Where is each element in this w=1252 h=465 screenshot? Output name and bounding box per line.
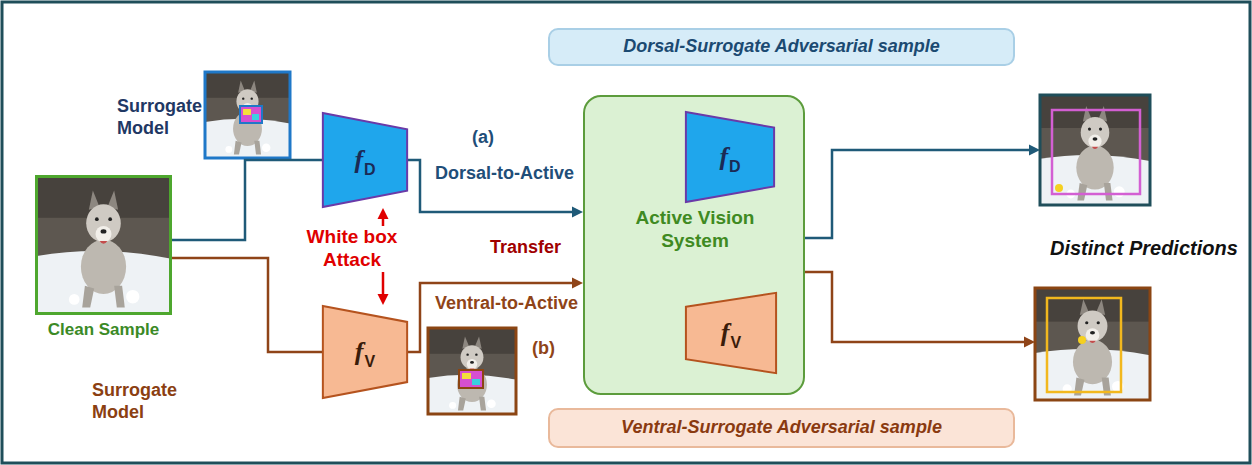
- connector: [408, 160, 583, 218]
- output-arrow: [805, 272, 1025, 342]
- model-letter: f: [355, 337, 364, 366]
- fixation-point: [1055, 184, 1063, 192]
- trapezoid-shape: [322, 305, 408, 399]
- arrow-head: [378, 294, 389, 305]
- clean-image: [37, 177, 170, 313]
- banner-title: Ventral-Surrogate Adversarial sample: [621, 417, 942, 439]
- active-vision-box: Active Vision SystemfDfV: [583, 95, 805, 395]
- result-note: Distinct Predictions: [1050, 236, 1238, 260]
- trapezoid-outline: [323, 113, 407, 207]
- path-tag: (a): [472, 127, 494, 149]
- patch-noise: [462, 373, 471, 379]
- edge-label: Ventral-to-Active: [432, 293, 581, 315]
- connector: [408, 278, 583, 353]
- model-subscript: D: [729, 158, 741, 175]
- image-frame: [428, 328, 516, 414]
- model-subscript: D: [364, 161, 376, 178]
- model-caption: Surrogate Model: [117, 96, 217, 139]
- patch-noise: [252, 114, 259, 120]
- model-letter: f: [354, 145, 363, 174]
- edge-label: White box Attack: [287, 226, 418, 272]
- model-caption: Surrogate Model: [92, 380, 190, 423]
- trapezoid-outline: [686, 112, 774, 202]
- surrogate-model: fV: [322, 305, 408, 399]
- model-block: fV: [685, 292, 777, 374]
- banner: Ventral-Surrogate Adversarial sample: [548, 408, 1015, 448]
- banner-title: Dorsal-Surrogate Adversarial sample: [623, 36, 939, 58]
- transfer-note: Transfer: [490, 237, 561, 259]
- adversarial-patch: [240, 106, 262, 123]
- image-frame: Clean Sample: [35, 175, 172, 315]
- adversarial-patch: [459, 370, 483, 388]
- trapezoid-shape: [685, 292, 777, 374]
- trapezoid-outline: [323, 306, 407, 398]
- output-arrow: [805, 150, 1030, 238]
- surrogate-model: fD: [322, 112, 408, 208]
- model-block: fD: [685, 111, 775, 203]
- banner: Dorsal-Surrogate Adversarial sample: [548, 28, 1015, 66]
- model-letter: f: [719, 142, 728, 171]
- arrow-head: [1029, 145, 1040, 156]
- adversarial-image: [205, 72, 290, 158]
- model-symbol: fV: [355, 336, 375, 367]
- trapezoid-shape: [322, 112, 408, 208]
- model-label: fV: [685, 292, 777, 374]
- bounding-box: [1052, 110, 1140, 194]
- model-symbol: fD: [354, 144, 375, 175]
- model-symbol: fD: [719, 141, 740, 172]
- patch-noise: [243, 109, 251, 115]
- model-letter: f: [721, 318, 730, 347]
- model-label: fD: [322, 112, 408, 208]
- path-tag: (b): [532, 338, 555, 360]
- model-symbol: fV: [721, 317, 741, 348]
- adversarial-image: [428, 328, 516, 414]
- arrow-head: [572, 207, 583, 218]
- edge-label: Dorsal-to-Active: [432, 163, 577, 185]
- model-subscript: V: [365, 353, 376, 370]
- model-subscript: V: [731, 334, 742, 351]
- trapezoid-outline: [686, 293, 776, 373]
- arrow-head: [378, 208, 389, 219]
- bounding-box: [1047, 298, 1121, 392]
- system-title: Active Vision System: [620, 207, 770, 253]
- image-frame: [205, 72, 290, 158]
- fixation-point: [1078, 336, 1086, 344]
- prediction-image: [1035, 288, 1150, 400]
- model-label: fV: [322, 305, 408, 399]
- model-label: fD: [685, 111, 775, 203]
- trapezoid-shape: [685, 111, 775, 203]
- prediction-image: [1040, 95, 1150, 205]
- image-caption: Clean Sample: [8, 320, 199, 340]
- patch-noise: [472, 379, 480, 385]
- arrow-head: [1024, 337, 1035, 348]
- connector-line: [172, 258, 322, 352]
- arrow-head: [572, 278, 583, 289]
- connector: [172, 258, 322, 352]
- image-frame: [1035, 288, 1150, 400]
- image-frame: [1040, 95, 1150, 205]
